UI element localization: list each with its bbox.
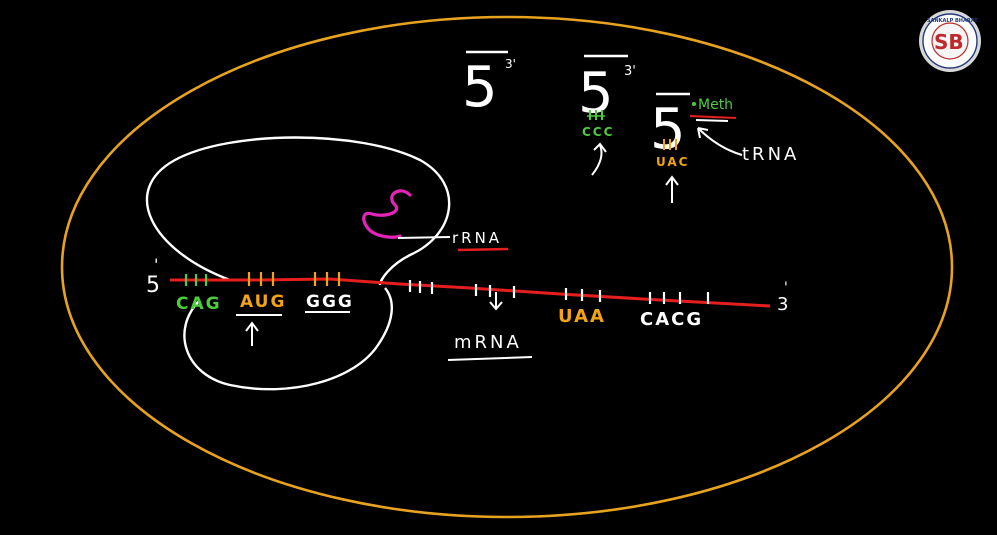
rrna-squiggle-icon [362,189,412,239]
codon-cacg: CACG [640,309,703,330]
trna-molecule-1: 5 3' [462,50,516,120]
three-prime-label: 3 [777,294,788,315]
ribosome-large-subunit [145,136,451,286]
trna3-arrow-up-icon [665,175,679,203]
trna2-arrow-up-icon [591,142,607,176]
aug-arrow-up-icon [245,321,259,346]
rrna-underline [457,247,509,252]
three-prime-mark: ' [784,280,788,296]
five-prime-label: 5 [146,273,160,298]
logo-top-text: SANKALP BHARAT [927,18,978,24]
mrna-label: mRNA [454,332,522,353]
codon-aug: AUG [240,292,286,312]
trna-molecule-3: 5 Meth UAC [650,92,737,203]
cell-boundary [60,15,954,519]
svg-text:3': 3' [624,64,636,79]
anticodon-uac: UAC [656,155,689,169]
rrna-pointer [397,236,451,239]
codon-uaa: UAA [558,306,606,327]
codon-ticks [184,272,710,304]
amino-acid-meth: Meth [698,97,733,113]
rrna-label: rRNA [452,229,502,247]
mrna-strand [170,277,771,308]
logo-monogram: SB [934,30,964,54]
trna-pointer [697,127,743,156]
five-prime-mark: ' [154,255,158,274]
codon-arrow-icon [489,292,503,311]
svg-text:5: 5 [462,55,498,120]
trna-molecule-2: 5 3' CCC [578,54,636,176]
ribosome-small-subunit [183,287,393,391]
trna-label: tRNA [742,144,799,165]
codon-cag: CAG [176,294,222,314]
brand-logo: SB SANKALP BHARAT [919,10,981,72]
svg-text:5: 5 [650,97,686,162]
codon-ggg: GGG [306,292,354,312]
svg-text:3': 3' [505,57,516,71]
anticodon-ccc: CCC [582,125,614,139]
mrna-underline [447,356,533,361]
